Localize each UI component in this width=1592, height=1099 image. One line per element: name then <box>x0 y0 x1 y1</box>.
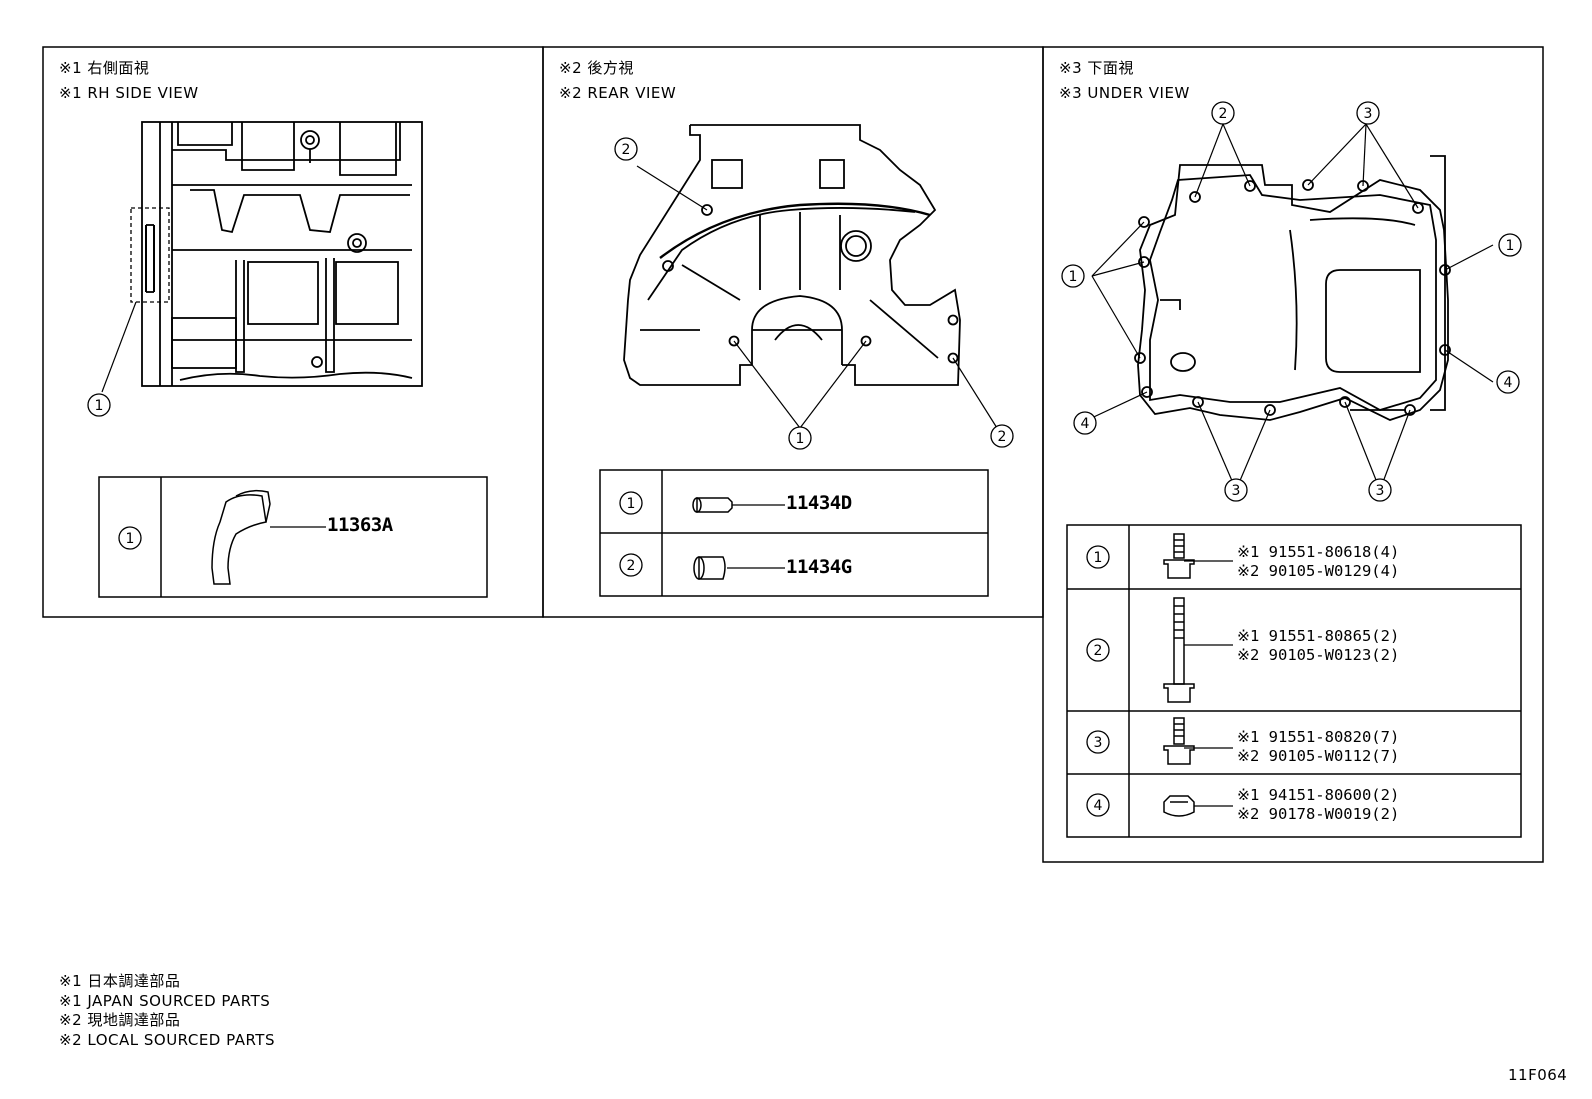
under-part-4-line2[interactable]: ※2 90178-W0019(2) <box>1237 805 1400 823</box>
svg-text:1: 1 <box>1069 269 1078 285</box>
legend-line-2: ※1 JAPAN SOURCED PARTS <box>59 991 271 1010</box>
callout-2: 2 <box>990 424 1014 448</box>
callout-4: 4 <box>1496 370 1520 394</box>
rh-bearing-icon <box>211 489 326 585</box>
callout-4: 4 <box>1073 411 1097 435</box>
svg-text:3: 3 <box>1364 106 1373 122</box>
svg-text:3: 3 <box>1094 735 1103 751</box>
under-part-4-line1[interactable]: ※1 94151-80600(2) <box>1237 786 1400 804</box>
svg-text:2: 2 <box>1094 643 1103 659</box>
svg-text:2: 2 <box>622 142 631 158</box>
svg-text:4: 4 <box>1504 375 1513 391</box>
under-bolt-short-icon <box>1163 533 1233 579</box>
svg-text:1: 1 <box>95 398 104 414</box>
rear-dowel-small-icon <box>692 497 785 513</box>
callout-2: 2 <box>614 137 638 161</box>
svg-text:2: 2 <box>1219 106 1228 122</box>
rh-parts-table <box>98 476 488 598</box>
part-number-11434G[interactable]: 11434G <box>786 556 852 578</box>
under-part-2-line2[interactable]: ※2 90105-W0123(2) <box>1237 646 1400 664</box>
svg-text:1: 1 <box>1506 238 1515 254</box>
rh-side-view-title-jp: ※1 右側面視 <box>59 59 150 77</box>
callout-2: 2 <box>619 553 643 577</box>
callout-3: 3 <box>1224 478 1248 502</box>
svg-text:2: 2 <box>998 429 1007 445</box>
callout-1: 1 <box>118 526 142 550</box>
callout-1: 1 <box>87 393 111 417</box>
under-part-2-line1[interactable]: ※1 91551-80865(2) <box>1237 627 1400 645</box>
legend-line-1: ※1 日本調達部品 <box>59 972 181 990</box>
svg-text:2: 2 <box>627 558 636 574</box>
rh-side-view-title-en: ※1 RH SIDE VIEW <box>59 84 199 102</box>
callout-1: 1 <box>1498 233 1522 257</box>
rh-side-view-frame <box>42 46 544 618</box>
callout-4: 4 <box>1086 793 1110 817</box>
callout-1: 1 <box>619 491 643 515</box>
under-view-frame <box>1042 46 1544 863</box>
figure-code: 11F064 <box>1508 1066 1568 1084</box>
callout-1: 1 <box>788 426 812 450</box>
callout-3: 3 <box>1356 101 1380 125</box>
under-parts-table <box>1066 524 1522 838</box>
part-number-11434D[interactable]: 11434D <box>786 492 852 514</box>
under-bolt-medium-icon <box>1163 717 1233 765</box>
callout-1: 1 <box>1061 264 1085 288</box>
callout-2: 2 <box>1211 101 1235 125</box>
under-part-1-line1[interactable]: ※1 91551-80618(4) <box>1237 543 1400 561</box>
part-number-11363A[interactable]: 11363A <box>327 514 393 536</box>
svg-text:3: 3 <box>1376 483 1385 499</box>
rear-view-title-jp: ※2 後方視 <box>559 59 634 77</box>
legend-line-4: ※2 LOCAL SOURCED PARTS <box>59 1030 275 1049</box>
legend-line-3: ※2 現地調達部品 <box>59 1011 181 1029</box>
callout-2: 2 <box>1086 638 1110 662</box>
under-block-drawing <box>1082 123 1494 491</box>
under-part-1-line2[interactable]: ※2 90105-W0129(4) <box>1237 562 1400 580</box>
svg-text:4: 4 <box>1081 416 1090 432</box>
svg-text:3: 3 <box>1232 483 1241 499</box>
callout-3: 3 <box>1086 730 1110 754</box>
rear-view-title-en: ※2 REAR VIEW <box>559 84 677 102</box>
svg-text:1: 1 <box>627 496 636 512</box>
rear-dowel-large-icon <box>693 556 785 580</box>
callout-1: 1 <box>1086 545 1110 569</box>
rear-block-drawing <box>623 124 998 429</box>
under-view-title-jp: ※3 下面視 <box>1059 59 1134 77</box>
rh-side-block-drawing <box>101 121 423 393</box>
under-bolt-long-icon <box>1163 597 1233 703</box>
under-view-title-en: ※3 UNDER VIEW <box>1059 84 1190 102</box>
svg-text:1: 1 <box>1094 550 1103 566</box>
under-part-3-line2[interactable]: ※2 90105-W0112(7) <box>1237 747 1400 765</box>
callout-3: 3 <box>1368 478 1392 502</box>
svg-text:1: 1 <box>796 431 805 447</box>
under-nut-icon <box>1163 795 1233 817</box>
rear-view-frame <box>542 46 1044 618</box>
svg-text:4: 4 <box>1094 798 1103 814</box>
sourcing-legend: ※1 日本調達部品 ※1 JAPAN SOURCED PARTS ※2 現地調達… <box>59 972 275 1050</box>
under-part-3-line1[interactable]: ※1 91551-80820(7) <box>1237 728 1400 746</box>
svg-text:1: 1 <box>126 531 135 547</box>
